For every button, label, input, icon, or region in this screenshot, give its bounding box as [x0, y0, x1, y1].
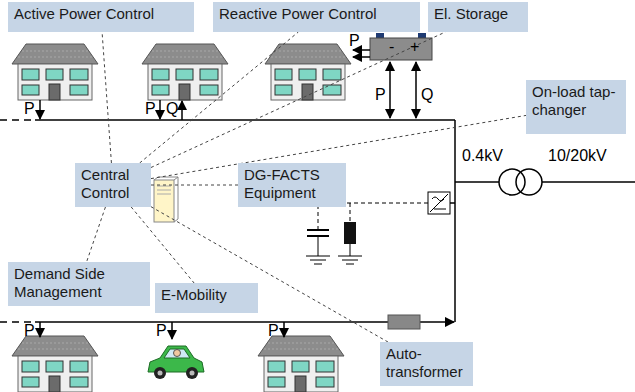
box-text: Central Control	[81, 166, 145, 202]
box-text: El. Storage	[434, 5, 522, 23]
quantity-label: P	[24, 100, 35, 118]
box-text: On-load tap-changer	[532, 83, 620, 119]
quantity-label: P	[24, 322, 35, 340]
quantity-label: 0.4kV	[462, 147, 503, 165]
quantity-label: P	[145, 100, 156, 118]
control-label: Demand Side Management	[8, 262, 150, 306]
control-label: Active Power Control	[8, 2, 194, 32]
control-link	[151, 185, 238, 186]
quantity-label: Q	[166, 100, 178, 118]
box-text: Auto-transformer	[386, 345, 467, 381]
control-label: Reactive Power Control	[213, 2, 420, 32]
storage-label: El. Storage	[428, 2, 528, 32]
control-link	[151, 207, 388, 342]
central-control-label: Central Control	[75, 163, 151, 207]
quantity-label: P	[349, 32, 360, 50]
quantity-label: +	[410, 38, 419, 56]
quantity-label: -	[389, 38, 394, 56]
control-link	[140, 32, 299, 163]
tap-changer-label: On-load tap-changer	[526, 80, 626, 134]
house	[258, 336, 344, 392]
electric-car	[148, 346, 204, 379]
house	[12, 44, 98, 100]
house	[265, 44, 351, 100]
control-link	[87, 207, 106, 262]
quantity-label: Q	[421, 86, 433, 104]
quantity-label: 10/20kV	[548, 147, 607, 165]
quantity-label: P	[375, 86, 386, 104]
control-link	[102, 32, 111, 163]
quantity-label: P	[156, 322, 167, 340]
quantity-label: P	[268, 322, 279, 340]
house	[12, 336, 98, 392]
mobility-label: E-Mobility	[155, 283, 258, 313]
box-text: Demand Side Management	[14, 265, 144, 301]
box-text: DG-FACTS Equipment	[244, 166, 340, 202]
box-text: Active Power Control	[14, 5, 188, 23]
server-icon	[154, 177, 178, 222]
house	[142, 44, 228, 100]
control-link	[151, 32, 445, 168]
box-text: E-Mobility	[161, 286, 252, 304]
facts-label: DG-FACTS Equipment	[238, 163, 346, 207]
autotransformer-label: Auto-transformer	[380, 342, 473, 386]
box-text: Reactive Power Control	[219, 5, 414, 23]
